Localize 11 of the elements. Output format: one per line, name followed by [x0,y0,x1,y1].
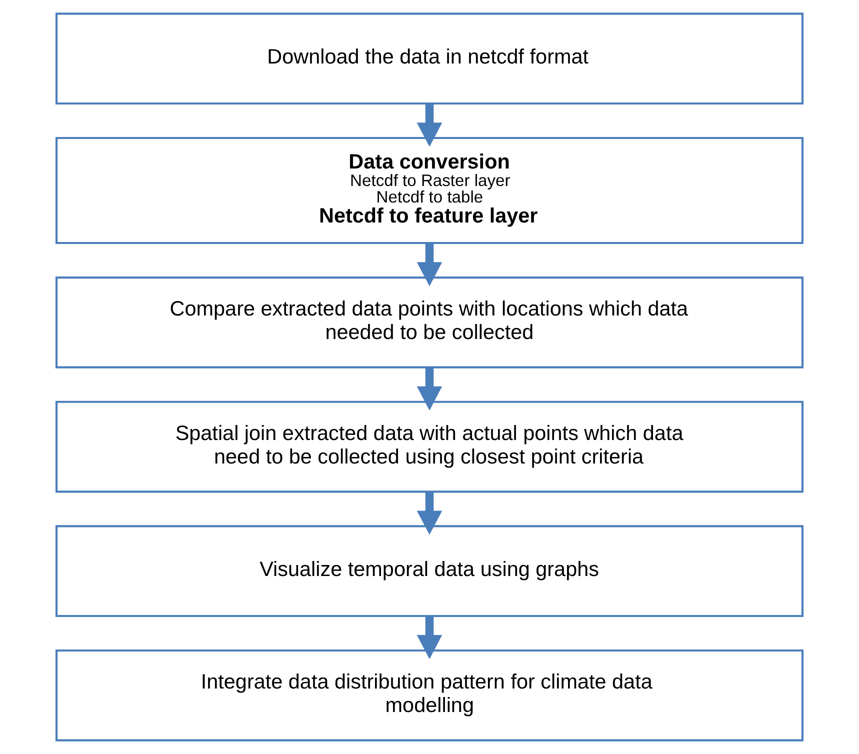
node-box: Visualize temporal data using graphs [56,525,804,618]
arrow [416,616,442,660]
arrow [416,368,442,410]
node-box: Data conversion Netcdf to Raster layer Netcdf to table Netcdf to feature layer [56,136,804,244]
node-box: Compare extracted data points with locations which data needed to be collected [56,276,804,368]
arrow [416,104,442,147]
arrow [416,492,442,535]
node-box: Integrate data distribution pattern for climate data modelling [56,649,804,742]
arrow [416,243,442,286]
node-box: Download the data in netcdf format [56,12,804,105]
node-box: Spatial join extracted data with actual points which data need to be collected using closest point criteria [56,400,804,493]
